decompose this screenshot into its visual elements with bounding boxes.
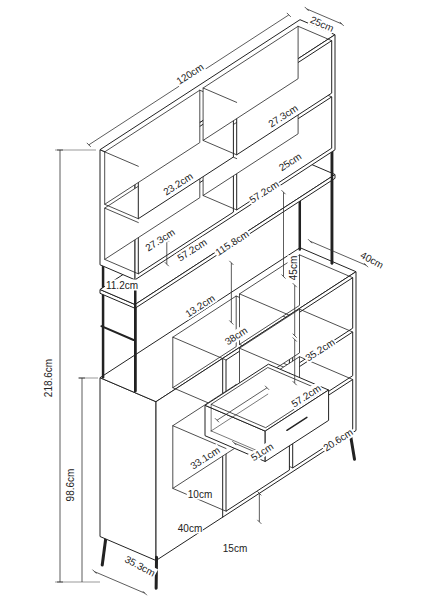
edge-line — [105, 204, 139, 218]
dimension-line — [143, 591, 147, 595]
edge-line — [105, 152, 139, 166]
dimension-line — [293, 283, 297, 287]
dimension-line — [55, 582, 100, 583]
dimension-line — [57, 150, 63, 151]
dimension-line — [293, 338, 297, 342]
edge-line — [134, 278, 137, 391]
edge-line — [211, 404, 212, 431]
edge-line — [173, 488, 226, 511]
dimension-line — [60, 150, 61, 582]
edge-line — [300, 255, 353, 278]
dimension-line — [308, 239, 312, 243]
panel-face — [105, 90, 200, 204]
dimension-label: 10cm — [187, 489, 213, 500]
dimension-line — [94, 572, 144, 594]
dimension-line — [265, 386, 269, 390]
edge-line — [102, 264, 105, 377]
dimension-line — [257, 491, 261, 495]
dimension-line — [310, 241, 366, 265]
dimension-label: 45cm — [288, 255, 299, 281]
dimension-line — [78, 378, 98, 379]
edge-line — [101, 326, 133, 340]
edge-line — [203, 196, 237, 210]
dimension-label: 11.2cm — [105, 280, 139, 291]
dimension-line — [294, 340, 295, 384]
edge-line — [300, 309, 353, 332]
edge-line — [287, 417, 307, 430]
edge-line — [331, 150, 334, 263]
dimension-line — [340, 22, 344, 26]
dimension-line — [92, 570, 96, 574]
edge-line — [134, 278, 137, 391]
dimension-line — [166, 240, 167, 265]
edge-line — [102, 536, 106, 566]
dimension-line — [215, 418, 219, 422]
dimension-line — [293, 381, 297, 385]
edge-line — [173, 337, 226, 360]
dimension-line — [231, 263, 232, 323]
dimension-line — [232, 441, 236, 445]
panel-face — [203, 26, 298, 140]
dimension-label: 218.6cm — [43, 358, 54, 398]
edge-line — [203, 88, 237, 102]
dimension-line — [294, 285, 295, 336]
edge-line — [203, 140, 237, 154]
dimension-line — [282, 190, 286, 194]
edge-line — [239, 294, 292, 317]
dimension-label: 40cm — [177, 523, 203, 534]
panel-face — [100, 378, 156, 561]
dimension-line — [229, 261, 233, 265]
dimension-line — [229, 321, 233, 325]
dimension-line — [283, 192, 284, 276]
dimension-line — [259, 493, 260, 522]
dimension-line — [89, 15, 289, 145]
dimension-line — [282, 275, 286, 279]
dimension-line — [305, 7, 309, 11]
dimension-line — [55, 150, 96, 151]
dimension-line — [217, 388, 267, 420]
edge-line — [331, 150, 334, 263]
dimension-label: 15cm — [222, 543, 248, 554]
dimension-line — [57, 582, 63, 583]
dimension-label: 40cm — [358, 249, 387, 271]
dimension-line — [165, 262, 169, 266]
dimension-line — [287, 13, 291, 17]
dimension-line — [87, 143, 91, 147]
edge-line — [105, 259, 139, 273]
edge-line — [211, 394, 268, 431]
dimension-line — [257, 520, 261, 524]
dimension-line — [293, 334, 297, 338]
edge-line — [105, 208, 139, 222]
dimension-line — [82, 378, 83, 582]
dimension-label: 98.6cm — [65, 468, 76, 503]
